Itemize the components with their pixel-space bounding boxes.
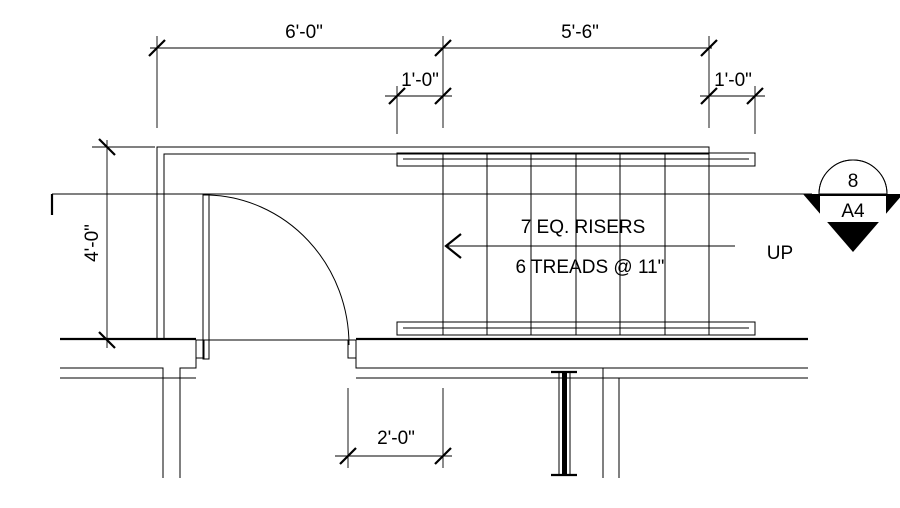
section-sheet: A4 [841, 201, 865, 222]
wall-right [355, 337, 808, 478]
dimension-lines [92, 36, 765, 468]
dimension-nosing-right: 1'-0" [714, 70, 752, 91]
dimension-6ft: 6'-0" [285, 22, 323, 43]
risers-note: 7 EQ. RISERS [521, 217, 646, 238]
door [202, 194, 350, 360]
section-number: 8 [848, 171, 859, 192]
stair-up-label: UP [767, 243, 793, 264]
landing-outline [156, 146, 710, 340]
dimension-2ft: 2'-0" [377, 428, 415, 449]
dimension-landing-depth: 4'-0" [82, 224, 103, 262]
stair-treads [442, 153, 710, 335]
stair-direction-arrow [444, 233, 735, 259]
section-marker [803, 159, 900, 252]
treads-note: 6 TREADS @ 11" [516, 257, 665, 278]
dimension-5ft6in: 5'-6" [561, 22, 599, 43]
dimension-nosing-left: 1'-0" [401, 70, 439, 91]
section-cut-line [50, 193, 812, 215]
door-jambs [195, 339, 357, 359]
wall-left [60, 337, 197, 478]
steel-column [551, 370, 577, 477]
